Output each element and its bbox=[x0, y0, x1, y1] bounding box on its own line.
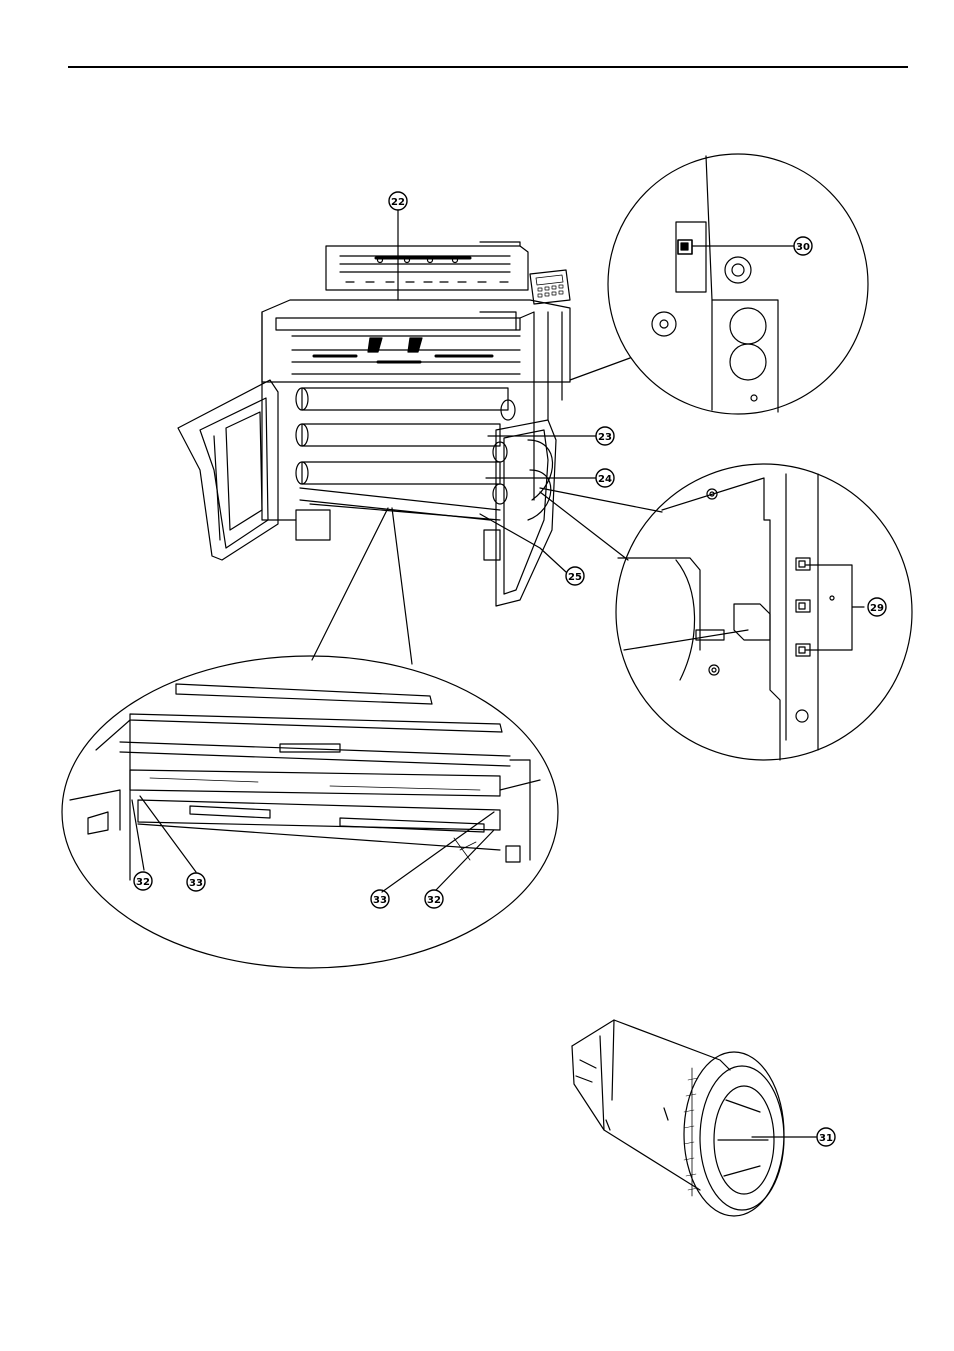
callout-24: 24 bbox=[596, 469, 614, 487]
toner-cartridge bbox=[572, 1020, 784, 1216]
left-door bbox=[178, 380, 278, 560]
callout-31: 31 bbox=[817, 1128, 835, 1146]
svg-text:30: 30 bbox=[796, 242, 810, 253]
detail-breaker-switches bbox=[616, 464, 912, 760]
svg-text:22: 22 bbox=[391, 197, 405, 208]
detail-paper-guides bbox=[62, 656, 558, 968]
svg-text:33: 33 bbox=[373, 895, 387, 906]
callout-32-right: 32 bbox=[425, 890, 443, 908]
svg-text:32: 32 bbox=[427, 895, 441, 906]
copier-machine bbox=[178, 242, 662, 664]
svg-text:29: 29 bbox=[870, 603, 884, 614]
callout-33-left: 33 bbox=[187, 873, 205, 891]
svg-text:31: 31 bbox=[819, 1133, 833, 1144]
callout-23: 23 bbox=[596, 427, 614, 445]
callout-33-right: 33 bbox=[371, 890, 389, 908]
right-door bbox=[496, 420, 556, 606]
callout-30: 30 bbox=[794, 237, 812, 255]
detail-power-switch bbox=[608, 154, 868, 414]
svg-text:23: 23 bbox=[598, 432, 612, 443]
callout-25: 25 bbox=[566, 567, 584, 585]
svg-text:24: 24 bbox=[598, 474, 612, 485]
paper-rolls bbox=[296, 388, 515, 520]
svg-text:33: 33 bbox=[189, 878, 203, 889]
callout-29: 29 bbox=[868, 598, 886, 616]
svg-text:25: 25 bbox=[568, 572, 582, 583]
callout-leaders bbox=[398, 210, 816, 1137]
callout-22: 22 bbox=[389, 192, 407, 210]
svg-text:32: 32 bbox=[136, 877, 150, 888]
callout-32-left: 32 bbox=[134, 872, 152, 890]
